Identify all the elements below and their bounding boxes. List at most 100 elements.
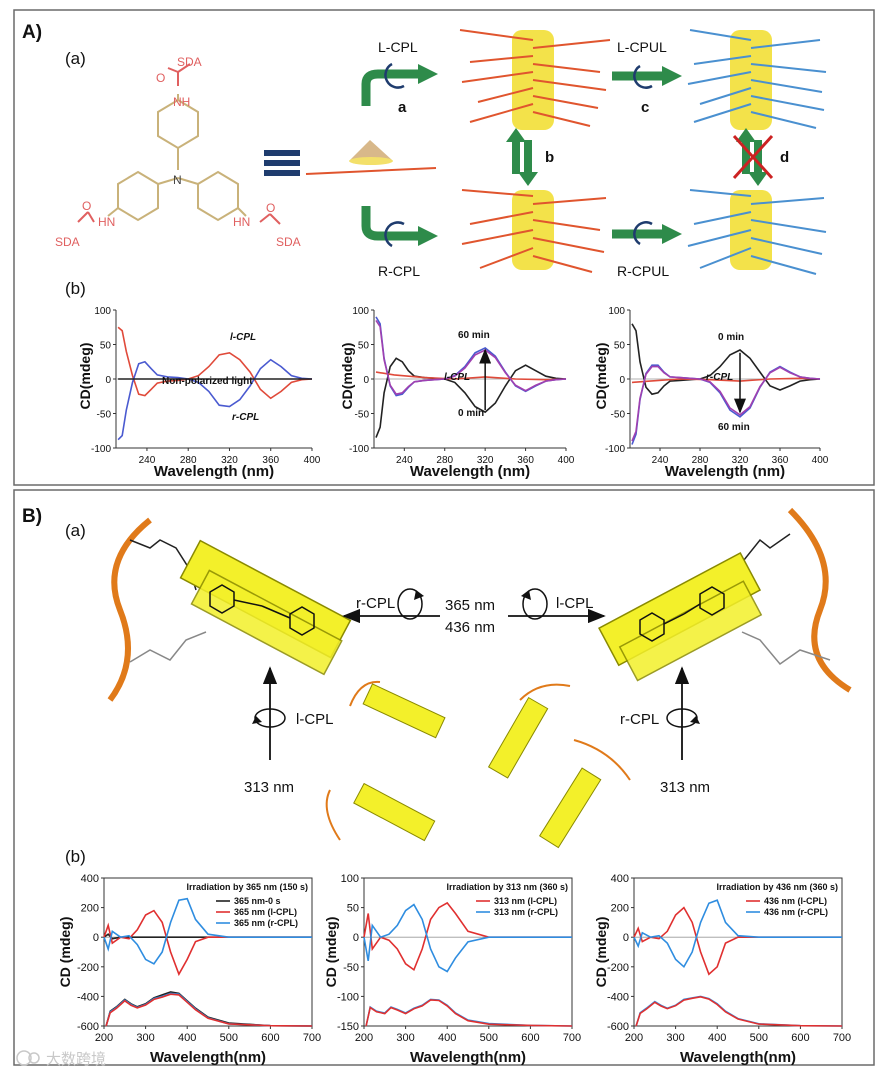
panel-a-sub-b: (b): [65, 279, 86, 298]
unaligned-molecules-cluster: [325, 680, 631, 849]
x-tick-label: 700: [833, 1032, 851, 1044]
x-tick-label: 360: [262, 455, 279, 466]
reversible-arrows-icon: [506, 128, 538, 186]
panel-b-label: B): [22, 506, 42, 527]
nm313-label-left: 313 nm: [244, 779, 294, 796]
y-axis-label: CD(mdeg): [77, 343, 93, 410]
chart-annotation: l-CPL: [444, 372, 470, 383]
plot-frame: [103, 877, 313, 1027]
chart-annotation: 0 min: [458, 408, 484, 419]
equivalence-icon: [264, 150, 300, 176]
series-line: [633, 899, 842, 969]
vertical-313-arrows: [262, 666, 690, 760]
chart-title: Irradiation by 313 nm (360 s): [446, 882, 568, 892]
y-axis-label: CD(mdeg): [339, 343, 355, 410]
panel-b-sub-b: (b): [65, 847, 86, 866]
y-tick-label: -50: [97, 410, 112, 421]
rotation-icon-b-lower-right: [666, 708, 700, 728]
series-line: [375, 357, 567, 438]
lcpul-label: L-CPUL: [617, 39, 667, 55]
blocked-arrows-icon: [732, 128, 774, 186]
chart-title: Irradiation by 365 nm (150 s): [186, 882, 308, 892]
series-line: [631, 323, 821, 396]
series-line: [365, 999, 573, 1027]
chart-annotation: 60 min: [458, 330, 490, 341]
x-tick-label: 280: [692, 455, 709, 466]
x-tick-label: 360: [517, 455, 534, 466]
chart-annotation: 0 min: [718, 332, 744, 343]
step-c-label: c: [641, 99, 649, 116]
plot-frame: [633, 877, 843, 1027]
lcpul-arrow-icon: [612, 64, 682, 89]
step-d-label: d: [780, 149, 789, 166]
x-tick-label: 320: [732, 455, 749, 466]
x-tick-label: 500: [220, 1032, 238, 1044]
rcpul-label: R-CPUL: [617, 263, 669, 279]
series-line: [633, 906, 842, 976]
legend-entry: 436 nm (l-CPL): [764, 896, 827, 906]
watermark: 大数跨境: [46, 1050, 106, 1068]
y-tick-label: 50: [358, 341, 370, 352]
legend-entry: 365 nm-0 s: [234, 896, 281, 906]
y-tick-label: -50: [355, 410, 370, 421]
lcpl-label-b-lower: l-CPL: [296, 711, 334, 728]
x-axis-label: Wavelength (nm): [665, 463, 785, 480]
series-line: [105, 993, 313, 1027]
chart-annotation: r-CPL: [706, 372, 733, 383]
y-tick-label: 0: [93, 932, 99, 944]
rotation-icon-b-lower-left: [252, 708, 286, 728]
nm436-label: 436 nm: [445, 619, 495, 636]
y-tick-label: 100: [94, 306, 111, 317]
nh-label-top: NH: [173, 95, 190, 109]
x-tick-label: 280: [436, 455, 453, 466]
series-line: [117, 326, 313, 400]
molecule-structure: SDA O NH N HN O SDA HN O SDA: [55, 55, 301, 249]
panel-a-label: A): [22, 22, 42, 43]
step-a-label: a: [398, 99, 407, 116]
legend-entry: 313 nm (r-CPL): [494, 907, 558, 917]
x-tick-label: 300: [396, 1032, 414, 1044]
panel-b-frame: [13, 489, 875, 1066]
sda-label-right: SDA: [276, 235, 301, 249]
x-tick-label: 200: [95, 1032, 113, 1044]
x-tick-label: 240: [396, 455, 413, 466]
series-line: [631, 377, 821, 384]
x-tick-label: 280: [180, 455, 197, 466]
azo-polymer-left: [107, 517, 352, 702]
oxygen-label-left: O: [82, 199, 91, 213]
sda-label-left: SDA: [55, 235, 80, 249]
x-tick-label: 600: [791, 1032, 809, 1044]
helix-assembly-top-left: [459, 29, 611, 130]
y-tick-label: -150: [337, 1021, 359, 1033]
series-line: [635, 995, 843, 1027]
y-tick-label: 200: [81, 903, 99, 915]
chart-annotation: 60 min: [718, 422, 750, 433]
series-line: [375, 319, 567, 396]
legend-entry: 365 nm (r-CPL): [234, 918, 298, 928]
nm365-label: 365 nm: [445, 597, 495, 614]
series-line: [117, 358, 313, 441]
x-tick-label: 500: [750, 1032, 768, 1044]
step-b-label: b: [545, 149, 554, 166]
y-tick-label: 200: [611, 903, 629, 915]
y-tick-label: 0: [623, 932, 629, 944]
y-tick-label: -200: [607, 962, 629, 974]
rotation-icon-b-left: [397, 588, 424, 620]
y-tick-label: -400: [77, 991, 99, 1003]
x-axis-label: Wavelength(nm): [680, 1049, 796, 1066]
nitrogen-label: N: [173, 173, 182, 187]
y-axis-label: CD(mdeg): [593, 343, 609, 410]
x-axis-label: Wavelength(nm): [150, 1049, 266, 1066]
y-tick-label: -100: [91, 444, 111, 455]
legend-entry: 365 nm (l-CPL): [234, 907, 297, 917]
x-axis-label: Wavelength(nm): [410, 1049, 526, 1066]
x-axis-label: Wavelength (nm): [154, 463, 274, 480]
y-tick-label: -600: [77, 1021, 99, 1033]
y-tick-label: 50: [614, 341, 626, 352]
hn-label-left: HN: [98, 215, 115, 229]
series-line: [105, 992, 313, 1027]
